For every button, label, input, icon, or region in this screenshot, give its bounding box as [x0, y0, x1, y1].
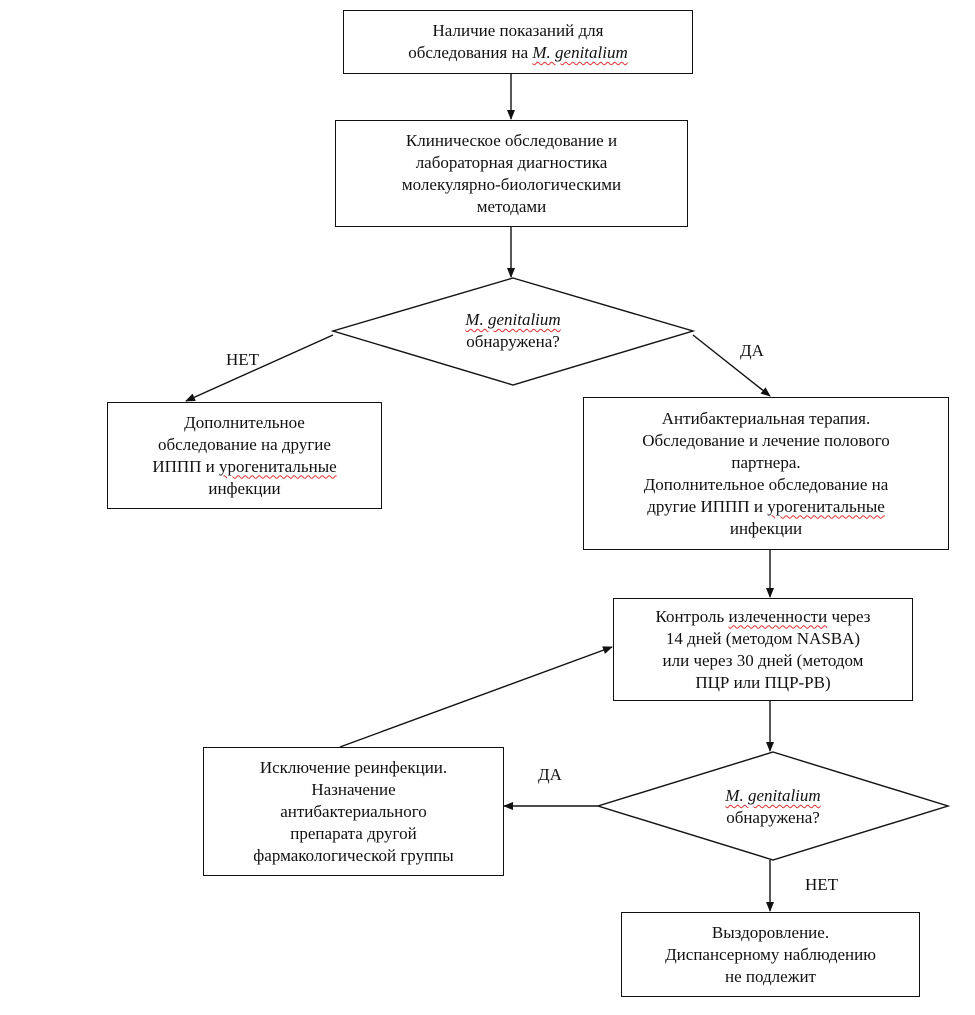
decision1-text: M. genitalium обнаружена? [413, 309, 613, 353]
start-line: обследования на [408, 43, 533, 62]
text-line: другие ИППП и [647, 496, 768, 516]
question: обнаружена? [726, 808, 820, 827]
start-box: Наличие показаний для обследования на M.… [343, 10, 693, 74]
exam-text: Клиническое обследование и лабораторная … [401, 130, 622, 216]
text-line: урогенитальные [219, 456, 337, 476]
species-name: M. genitalium [725, 786, 821, 805]
text-line: антибактериального [280, 801, 427, 821]
text-line: не подлежит [725, 966, 816, 986]
text-line: Исключение реинфекции. [259, 757, 448, 777]
text-line: фармакологической группы [253, 845, 454, 865]
text-line: Дополнительное обследование на [643, 474, 889, 494]
control-box: Контроль излеченности через 14 дней (мет… [613, 598, 913, 701]
text-line: ИППП и [152, 456, 220, 476]
text-line: ПЦР или ПЦР-РВ) [695, 672, 831, 692]
text-line: Антибактериальная терапия. [661, 408, 871, 428]
label-yes-2: ДА [538, 765, 562, 784]
text-line: через [827, 606, 871, 626]
text-line: Контроль [655, 606, 729, 626]
text-line: инфекции [729, 518, 803, 538]
arrow-reinfection-control [339, 646, 613, 748]
label-yes-1: ДА [740, 341, 764, 360]
text-line: Обследование и лечение полового [642, 430, 890, 450]
species-name: M. genitalium [465, 310, 561, 329]
start-line: Наличие показаний для [432, 21, 604, 40]
text-line: 14 дней (методом NASBA) [665, 628, 861, 648]
text-line: Выздоровление. [711, 922, 830, 942]
text-line: обследование на другие [158, 434, 331, 454]
label-no-2: НЕТ [805, 875, 839, 894]
species-name: M. genitalium [532, 43, 628, 62]
recovery-box: Выздоровление. Диспансерному наблюдению … [621, 912, 920, 997]
text-line: или через 30 дней (методом [662, 650, 864, 670]
reinfection-box: Исключение реинфекции. Назначение антиба… [203, 747, 504, 876]
arrow-decision1-no [185, 334, 334, 402]
text-line: партнера. [731, 452, 801, 472]
text-line: Дополнительное [184, 412, 305, 432]
text-line: препарата другой [290, 823, 417, 843]
label-no-1: НЕТ [226, 350, 260, 369]
decision2-diamond [595, 751, 951, 861]
text-line: Диспансерному наблюдению [665, 944, 876, 964]
arrow-decision1-yes [692, 334, 771, 397]
text-line: инфекции [208, 478, 281, 498]
decision2-text: M. genitalium обнаружена? [673, 785, 873, 829]
additional-exam-box: Дополнительное обследование на другие ИП… [107, 402, 382, 509]
text-line: Назначение [311, 779, 396, 799]
question: обнаружена? [466, 332, 560, 351]
exam-box: Клиническое обследование и лабораторная … [335, 120, 688, 227]
text-line: урогенитальные [767, 496, 885, 516]
therapy-box: Антибактериальная терапия. Обследование … [583, 397, 949, 550]
decision1-diamond [330, 277, 696, 386]
text-line: излеченности [728, 606, 828, 626]
